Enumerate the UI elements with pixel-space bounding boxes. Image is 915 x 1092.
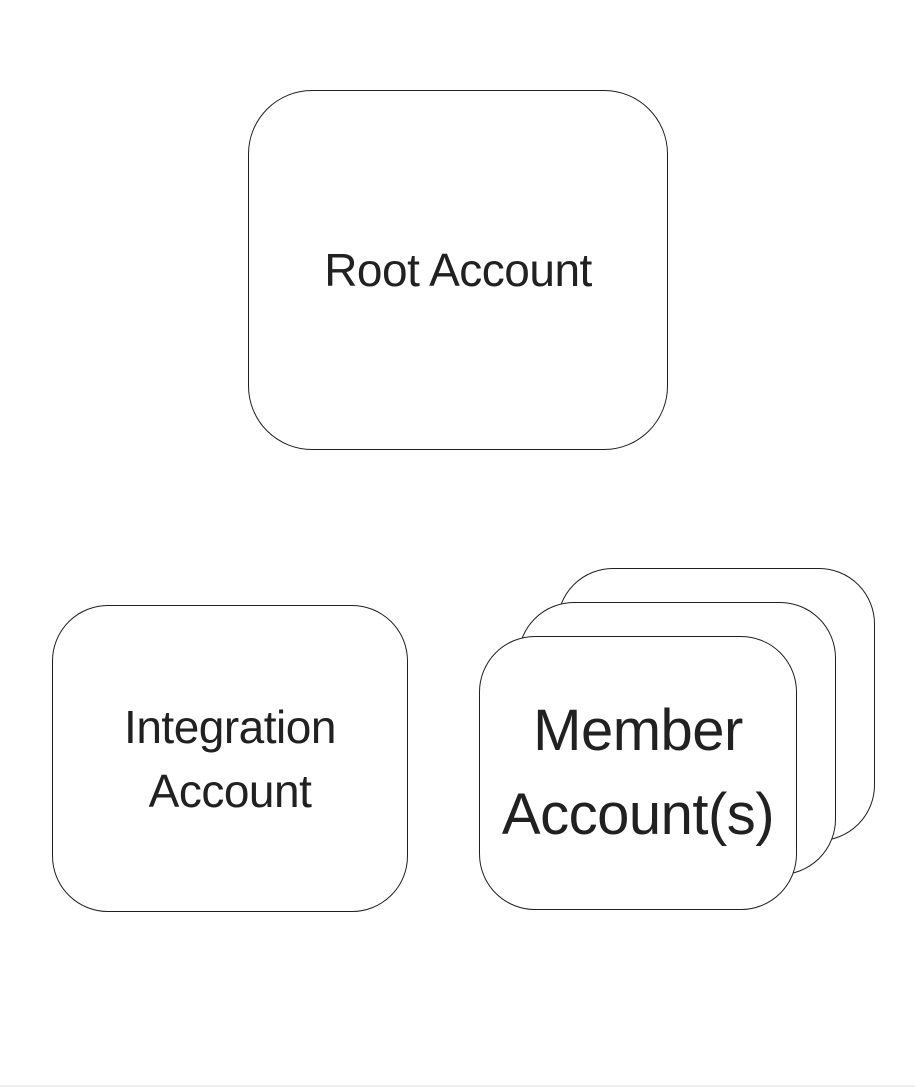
node-member-accounts: Member Account(s) [479,636,797,910]
integration-account-label-line2: Account [148,764,312,817]
node-member-accounts-stack: Member Account(s) [479,568,876,910]
root-account-label: Root Account [324,244,592,296]
member-accounts-label-line2: Account(s) [501,782,775,847]
node-integration-account: Integration Account [52,605,408,912]
bottom-divider [0,1085,915,1087]
member-accounts-label-line1: Member [533,698,743,763]
node-root-account: Root Account [248,90,668,450]
integration-account-label-line1: Integration [124,700,336,753]
